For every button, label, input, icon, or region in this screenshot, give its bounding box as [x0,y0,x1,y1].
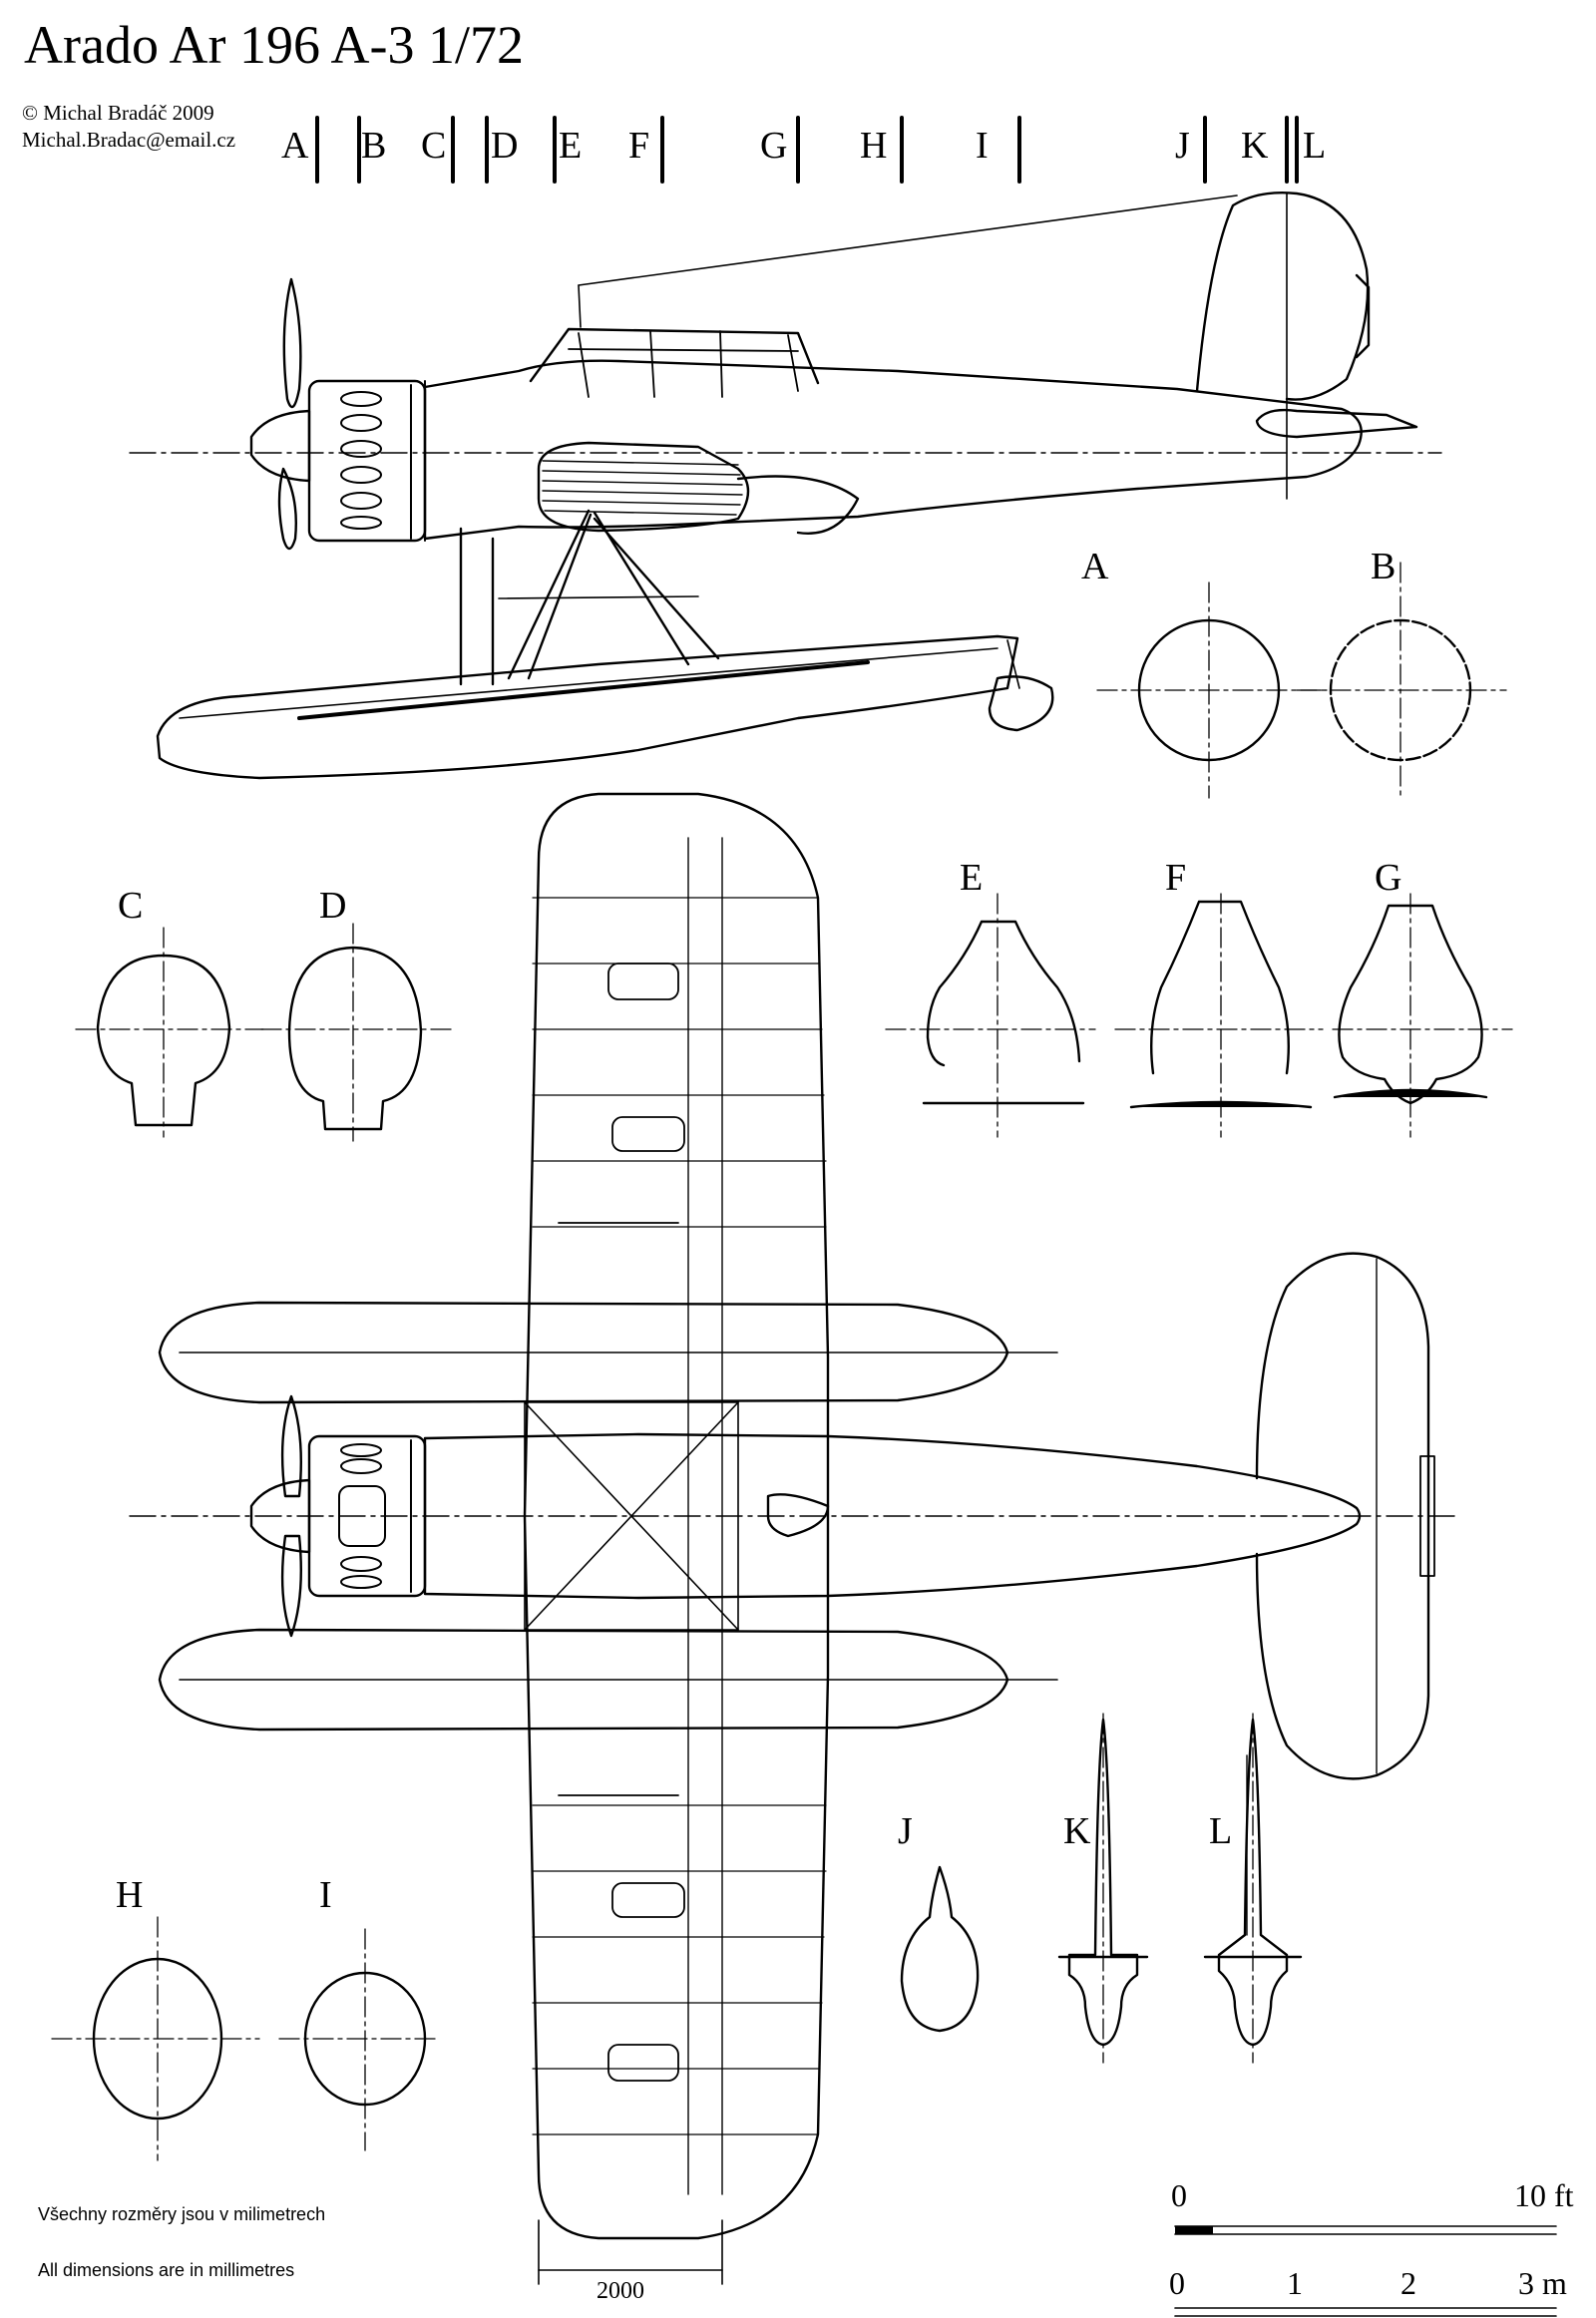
span-dimension-value: 2000 [597,2278,644,2304]
drawing-title: Arado Ar 196 A-3 1/72 [24,15,524,75]
station-label-g: G [760,125,787,167]
section-k: K [1057,1713,1149,2064]
station-label-h: H [860,125,887,167]
section-j: J [898,1810,980,2033]
scale-ft-start: 0 [1171,2177,1187,2213]
author-email: Michal.Bradac@email.cz [22,128,236,152]
station-label-l: L [1303,125,1326,167]
canopy-side [529,327,820,385]
tailplane-plan [1255,1252,1430,1780]
section-label-c: C [118,885,143,927]
dimension-note-english: All dimensions are in millimetres [38,2260,295,2280]
scale-metres: 0 1 2 3 m [1169,2265,1567,2317]
propeller-plan [280,1394,302,1638]
section-label-e: E [960,857,983,899]
copyright-text: © Michal Bradáč 2009 [22,101,214,125]
section-h: H [51,1874,260,2161]
station-label-i: I [976,125,989,167]
section-label-b: B [1371,546,1396,587]
section-label-f: F [1165,857,1186,899]
tailplane-side [1255,408,1418,439]
scale-m-2: 2 [1400,2265,1416,2301]
station-label-d: D [491,125,518,167]
section-label-k: K [1063,1810,1091,1852]
author-credit: © Michal Bradáč 2009 Michal.Bradac@email… [22,100,235,154]
station-label-c: C [421,125,446,167]
section-e: E [885,857,1096,1138]
section-label-a: A [1081,546,1109,587]
section-l: L [1203,1713,1303,2064]
section-label-l: L [1209,1810,1232,1852]
scale-feet: 0 10 ft [1171,2177,1574,2235]
propeller-side [282,277,302,409]
station-label-e: E [559,125,582,167]
engine-cowling-plan [307,1434,427,1598]
scale-m-1: 1 [1287,2265,1303,2301]
fuselage-plan [423,1432,1362,1600]
station-label-a: A [281,125,309,167]
station-lines [315,116,1299,184]
section-label-h: H [116,1874,143,1916]
station-markers: A B C D E F G H I J K L [281,125,1326,167]
section-f: F [1114,857,1324,1138]
station-label-j: J [1175,125,1190,167]
float-side [156,634,1019,780]
float-bracing-plan [524,1401,739,1631]
wing-plan [523,792,830,2240]
cross-sections: A B C D E [51,546,1513,2161]
scale-ft-end: 10 ft [1514,2177,1574,2213]
section-c: C [75,885,264,1138]
dimension-note-czech: Všechny rozměry jsou v milimetrech [38,2204,326,2224]
station-label-f: F [628,125,649,167]
station-label-k: K [1241,125,1269,167]
span-dimension [538,2219,723,2285]
section-a: A [1081,546,1328,799]
section-label-i: I [319,1874,332,1916]
section-label-g: G [1375,857,1401,899]
section-label-j: J [898,1810,913,1852]
section-d: D [260,885,452,1142]
float-struts-side [459,509,720,686]
section-b: B [1296,546,1507,799]
plan-view: 2000 [129,792,1457,2304]
fuselage-side [423,359,1363,541]
tail-fin-side [1195,192,1370,401]
section-i: I [278,1874,436,2151]
spinner-side [249,409,311,483]
station-label-b: B [361,125,386,167]
side-view [129,192,1442,780]
scale-m-3: 3 m [1518,2265,1567,2301]
section-g: G [1332,857,1513,1138]
scale-m-0: 0 [1169,2265,1185,2301]
wing-root-side [537,441,750,533]
section-label-d: D [319,885,346,927]
